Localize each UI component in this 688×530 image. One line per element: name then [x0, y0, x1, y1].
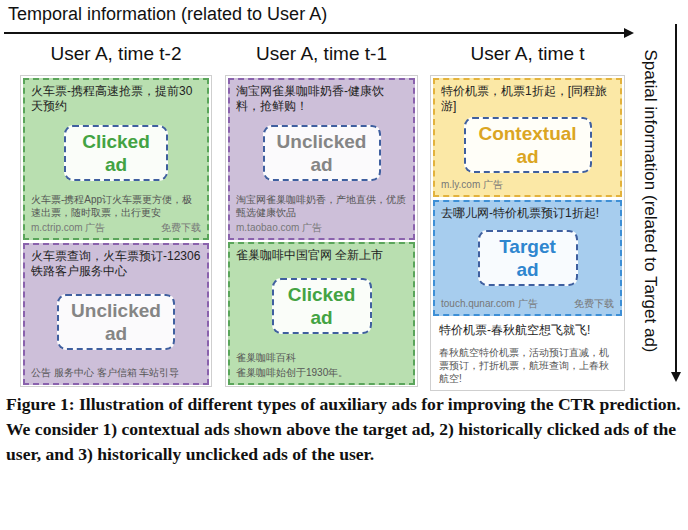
ad-middle: Unclicked ad [31, 279, 201, 364]
ad-card: 雀巢咖啡中国官网 全新上市 Clicked ad 雀巢咖啡百科雀巢咖啡始创于1930… [228, 242, 415, 385]
ad-card: 特价机票，机票1折起，[同程旅游] Contextual ad m.ly.com 广… [433, 78, 622, 197]
ad-footer-text: m.taobao.com 广告 [236, 221, 322, 234]
ad-middle: Unclicked ad [236, 114, 407, 191]
ad-type-text: Clicked ad [74, 130, 158, 176]
spatial-label: Spatial information (related to Target a… [639, 21, 661, 381]
column-header: User A, time t-2 [1, 43, 231, 65]
ad-body: 公告 服务中心 客户信箱 车站引导 [31, 366, 201, 379]
ad-type-label: Unclicked ad [57, 294, 175, 350]
ad-footer: m.ctrip.com 广告 免费下载 [31, 221, 201, 234]
ad-footer-text: 免费下载 [574, 297, 614, 310]
spatial-arrow [675, 24, 677, 380]
column-header: User A, time t-1 [206, 43, 437, 65]
ad-footer: touch.qunar.com 广告 免费下载 [441, 297, 614, 310]
ad-type-label: Unclicked ad [263, 125, 381, 181]
ad-title: 火车票查询，火车票预订-12306铁路客户服务中心 [31, 249, 201, 279]
ad-middle: Clicked ad [31, 114, 201, 191]
temporal-label: Temporal information (related to User A) [8, 4, 327, 25]
screenshot-frame: User A, time t特价机票，机票1折起，[同程旅游]Contextua… [430, 75, 625, 391]
ad-type-text: Unclicked ad [273, 130, 371, 176]
screenshot-frame: User A, time t-2火车票-携程高速抢票，提前30天预约Clicke… [20, 75, 212, 387]
ad-footer: m.taobao.com 广告 [236, 221, 407, 234]
figure-caption: Figure 1: Illustration of different type… [6, 392, 682, 467]
ad-body: 雀巢咖啡始创于1930年。 [236, 366, 407, 379]
ad-body: 雀巢咖啡百科 [236, 351, 407, 364]
ad-title: 去哪儿网-特价机票预订1折起! [441, 206, 614, 221]
ad-middle: Target ad [441, 221, 614, 295]
ad-body: 火车票-携程App订火车票更方便，极速出票，随时取票，出行更安 [31, 193, 201, 219]
ad-middle: Clicked ad [236, 263, 407, 349]
ad-type-label: Clicked ad [272, 278, 372, 334]
ad-title: 淘宝网雀巢咖啡奶香-健康饮料，抢鲜购！ [236, 84, 407, 114]
ad-footer-text: 免费下载 [161, 221, 201, 234]
column-header: User A, time t [411, 43, 644, 65]
ad-title: 雀巢咖啡中国官网 全新上市 [236, 248, 407, 263]
ad-footer-text: m.ctrip.com 广告 [31, 221, 105, 234]
ad-type-text: Clicked ad [282, 283, 362, 329]
ad-footer-text: touch.qunar.com 广告 [441, 297, 538, 310]
ad-body: 淘宝网雀巢咖啡奶香，产地直供，优质甄选健康饮品 [236, 193, 407, 219]
ad-card: 去哪儿网-特价机票预订1折起! Target ad touch.qunar.com … [433, 200, 622, 316]
ad-type-text: Target ad [488, 235, 568, 281]
ad-type-label: Target ad [478, 230, 578, 286]
ad-type-label: Contextual ad [464, 117, 592, 173]
temporal-arrow [4, 32, 632, 34]
ad-middle: Contextual ad [441, 114, 614, 176]
ad-type-label: Clicked ad [64, 125, 168, 181]
ad-title: 火车票-携程高速抢票，提前30天预约 [31, 84, 201, 114]
ad-type-text: Contextual ad [474, 122, 582, 168]
screenshot-frame: User A, time t-1淘宝网雀巢咖啡奶香-健康饮料，抢鲜购！Uncli… [225, 75, 418, 387]
ad-body: 春秋航空特价机票，活动预订直减，机票预订，打折机票，航班查询，上春秋航空! [439, 346, 616, 385]
ad-footer: m.ly.com 广告 [441, 178, 614, 191]
ad-card: 特价机票-春秋航空想飞就飞! 春秋航空特价机票，活动预订直减，机票预订，打折机票，… [433, 319, 622, 389]
ad-middle [439, 338, 616, 344]
ad-footer-text: m.ly.com 广告 [441, 178, 503, 191]
ad-type-text: Unclicked ad [67, 299, 165, 345]
ad-card: 火车票-携程高速抢票，提前30天预约 Clicked ad 火车票-携程App订火车… [23, 78, 209, 240]
ad-card: 淘宝网雀巢咖啡奶香-健康饮料，抢鲜购！ Unclicked ad 淘宝网雀巢咖啡奶香… [228, 78, 415, 240]
ad-title: 特价机票，机票1折起，[同程旅游] [441, 84, 614, 114]
ad-card: 火车票查询，火车票预订-12306铁路客户服务中心 Unclicked ad 公告 … [23, 243, 209, 385]
ad-title: 特价机票-春秋航空想飞就飞! [439, 323, 616, 338]
